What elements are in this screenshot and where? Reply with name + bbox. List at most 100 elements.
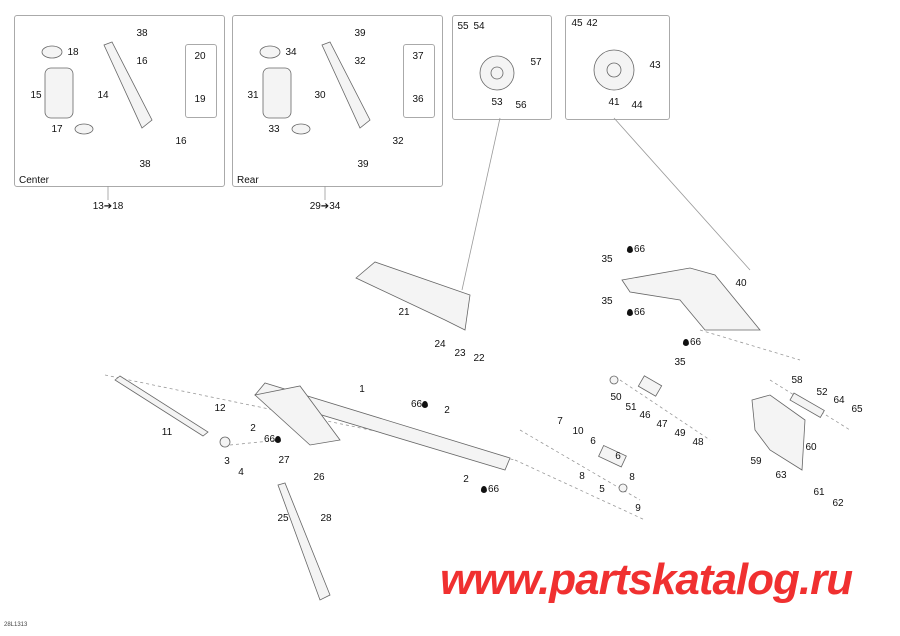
callout: 58 bbox=[791, 375, 803, 386]
callout-lubricant: 66 bbox=[264, 435, 282, 445]
callout: 17 bbox=[51, 124, 63, 135]
callout: 24 bbox=[434, 339, 446, 350]
callout: 30 bbox=[314, 90, 326, 101]
callout: 51 bbox=[625, 402, 637, 413]
callout: 10 bbox=[572, 426, 584, 437]
callout: 9 bbox=[635, 503, 641, 514]
oil-drop-icon bbox=[626, 246, 633, 253]
callout: 12 bbox=[214, 403, 226, 414]
callout: 56 bbox=[515, 100, 527, 111]
callout: 8 bbox=[579, 471, 585, 482]
callout: 45 bbox=[571, 18, 583, 29]
callout: 57 bbox=[530, 57, 542, 68]
rear-caption: Rear bbox=[237, 175, 259, 186]
callout: 18 bbox=[67, 47, 79, 58]
callout: 47 bbox=[656, 419, 668, 430]
callout-lubricant: 66 bbox=[480, 484, 500, 495]
callout: 14 bbox=[97, 90, 109, 101]
callout: 15 bbox=[30, 90, 42, 101]
callout: 33 bbox=[268, 124, 280, 135]
callout-text: 66 bbox=[633, 244, 646, 255]
rear-hardware-subbox bbox=[403, 44, 435, 118]
callout-lubricant: 66 bbox=[626, 244, 646, 255]
callout: 2 bbox=[444, 405, 450, 416]
callout: 28 bbox=[320, 513, 332, 524]
center-hardware-subbox bbox=[185, 44, 217, 118]
callout: 43 bbox=[649, 60, 661, 71]
callout: 39 bbox=[357, 159, 369, 170]
callout: 16 bbox=[175, 136, 187, 147]
callout: 39 bbox=[354, 28, 366, 39]
callout: 5 bbox=[599, 484, 605, 495]
callout: 16 bbox=[136, 56, 148, 67]
callout: 6 bbox=[615, 451, 621, 462]
callout: 62 bbox=[832, 498, 844, 509]
callout: 23 bbox=[454, 348, 466, 359]
watermark: www.partskatalog.ru bbox=[440, 555, 853, 604]
callout: 34 bbox=[285, 47, 297, 58]
callout: 53 bbox=[491, 97, 503, 108]
callout: 50 bbox=[610, 392, 622, 403]
oil-drop-icon bbox=[275, 436, 282, 443]
callout: 31 bbox=[247, 90, 259, 101]
callout: 35 bbox=[674, 357, 686, 368]
callout: 52 bbox=[816, 387, 828, 398]
oil-drop-icon bbox=[626, 309, 633, 316]
callout-lubricant: 66 bbox=[682, 337, 702, 348]
callout: 59 bbox=[750, 456, 762, 467]
callout: 7 bbox=[557, 416, 563, 427]
callout: 2 bbox=[250, 423, 256, 434]
callout-text: 66 bbox=[263, 434, 276, 445]
callout-lubricant: 66 bbox=[626, 307, 646, 318]
callout: 35 bbox=[601, 296, 613, 307]
callout-lubricant: 66 bbox=[411, 400, 429, 410]
callout: 64 bbox=[833, 395, 845, 406]
callout: 3 bbox=[224, 456, 230, 467]
oil-drop-icon bbox=[682, 339, 689, 346]
callout: 61 bbox=[813, 487, 825, 498]
callout: 20 bbox=[194, 51, 206, 62]
callout: 55 bbox=[457, 21, 469, 32]
callout: 38 bbox=[139, 159, 151, 170]
diagram-code: 28L1313 bbox=[4, 622, 28, 628]
callout: 32 bbox=[354, 56, 366, 67]
callout-text: 66 bbox=[633, 307, 646, 318]
callout: 35 bbox=[601, 254, 613, 265]
callout: 25 bbox=[277, 513, 289, 524]
callout: 1 bbox=[359, 384, 365, 395]
callout: 21 bbox=[398, 307, 410, 318]
callout: 8 bbox=[629, 472, 635, 483]
callout: 37 bbox=[412, 51, 424, 62]
callout: 63 bbox=[775, 470, 787, 481]
callout-text: 66 bbox=[487, 484, 500, 495]
callout: 49 bbox=[674, 428, 686, 439]
callout: 19 bbox=[194, 94, 206, 105]
callout: 48 bbox=[692, 437, 704, 448]
callout: 26 bbox=[313, 472, 325, 483]
callout: 27 bbox=[278, 455, 290, 466]
callout: 54 bbox=[473, 21, 485, 32]
callout: 2 bbox=[463, 474, 469, 485]
oil-drop-icon bbox=[480, 486, 487, 493]
callout: 36 bbox=[412, 94, 424, 105]
callout: 46 bbox=[639, 410, 651, 421]
rear-ref: 29➔34 bbox=[309, 201, 341, 212]
callout: 11 bbox=[161, 427, 173, 438]
callout: 60 bbox=[805, 442, 817, 453]
callout: 44 bbox=[631, 100, 643, 111]
callout: 65 bbox=[851, 404, 863, 415]
callout: 32 bbox=[392, 136, 404, 147]
center-ref: 13➔18 bbox=[92, 201, 124, 212]
oil-drop-icon bbox=[422, 401, 429, 408]
center-caption: Center bbox=[19, 175, 50, 186]
callout: 22 bbox=[473, 353, 485, 364]
callout-text: 66 bbox=[410, 399, 423, 410]
callout: 41 bbox=[608, 97, 620, 108]
callout: 4 bbox=[238, 467, 244, 478]
callout: 6 bbox=[590, 436, 596, 447]
callout: 38 bbox=[136, 28, 148, 39]
callout: 40 bbox=[735, 278, 747, 289]
callout-text: 66 bbox=[689, 337, 702, 348]
